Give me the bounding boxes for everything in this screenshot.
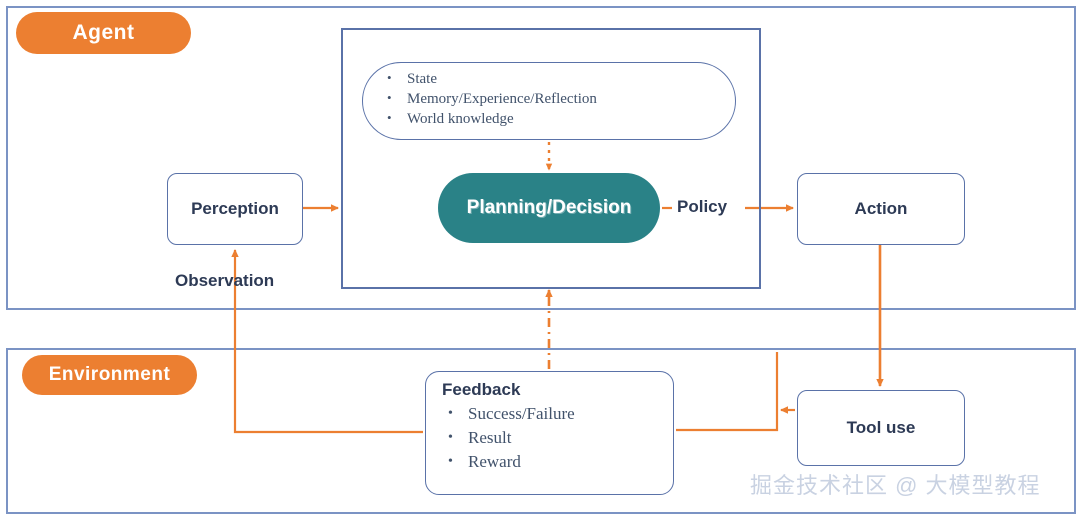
agent-label-text: Agent xyxy=(72,21,135,44)
list-item: Memory/Experience/Reflection xyxy=(387,88,735,109)
policy-edge-label: Policy xyxy=(677,197,728,216)
feedback-title: Feedback xyxy=(442,380,521,399)
agent-frame xyxy=(6,6,1076,310)
agent-label-pill: Agent xyxy=(16,12,191,54)
perception-label: Perception xyxy=(191,199,279,218)
action-label: Action xyxy=(854,199,908,218)
perception-box: Perception xyxy=(167,173,303,245)
list-item: State xyxy=(387,68,735,89)
agent-inner-box xyxy=(341,28,761,289)
feedback-box: Feedback Success/Failure Result Reward xyxy=(425,371,674,495)
environment-frame xyxy=(6,348,1076,514)
memory-capsule: State Memory/Experience/Reflection World… xyxy=(362,62,736,140)
memory-list: State Memory/Experience/Reflection World… xyxy=(385,68,735,129)
tool-use-label: Tool use xyxy=(846,418,916,437)
environment-label-text: Environment xyxy=(48,364,171,385)
action-box: Action xyxy=(797,173,965,245)
tool-use-box: Tool use xyxy=(797,390,965,466)
list-item: World knowledge xyxy=(387,108,735,129)
planning-decision-box: Planning/Decision xyxy=(438,173,660,243)
planning-decision-label: Planning/Decision xyxy=(466,197,632,218)
list-item: Reward xyxy=(448,450,673,474)
environment-label-pill: Environment xyxy=(22,355,197,395)
list-item: Result xyxy=(448,426,673,450)
list-item: Success/Failure xyxy=(448,402,673,426)
feedback-list: Success/Failure Result Reward xyxy=(442,402,673,474)
observation-edge-label: Observation xyxy=(175,271,275,290)
watermark-text: 掘金技术社区 @ 大模型教程 xyxy=(750,473,1041,498)
